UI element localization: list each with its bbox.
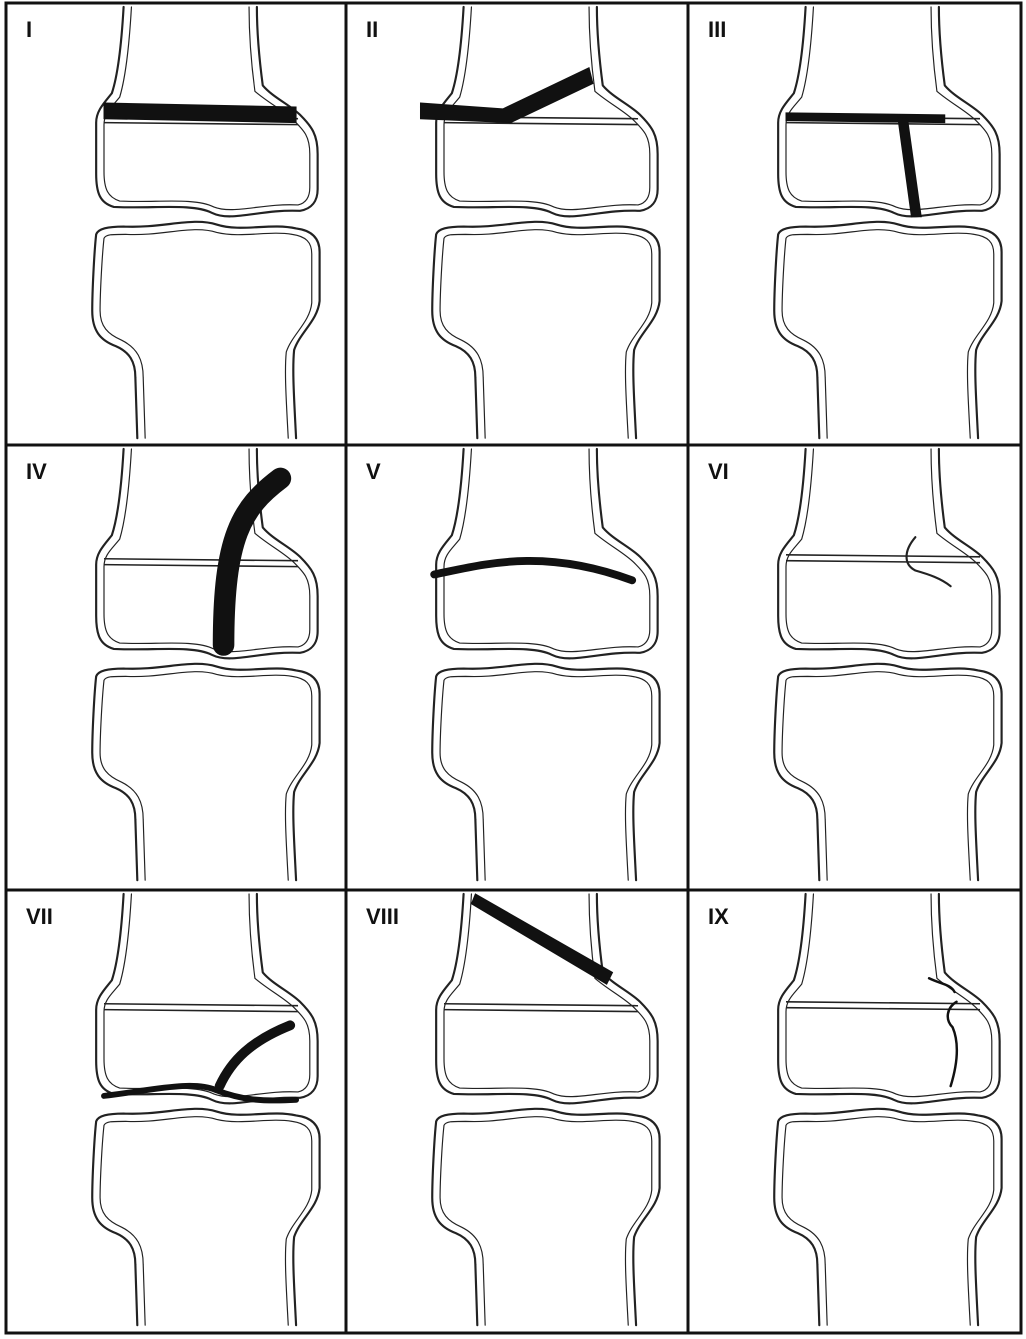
tibia-inner-outline <box>782 672 994 881</box>
tibia-inner-outline <box>440 672 652 881</box>
tibia-outline <box>432 664 659 880</box>
physis-line <box>786 1002 980 1004</box>
panel-2: II <box>366 7 660 438</box>
knee-drawing <box>92 894 319 1325</box>
tibia-inner-outline <box>440 1117 652 1326</box>
tibia-outline <box>92 1109 319 1325</box>
panel-1: I <box>26 7 320 438</box>
panel-label: VI <box>708 459 729 484</box>
panel-label: VIII <box>366 904 399 929</box>
physis-line <box>444 1010 638 1012</box>
panel-label: V <box>366 459 381 484</box>
knee-drawing <box>420 7 659 438</box>
fracture-line <box>104 103 296 123</box>
femur-inner-outline <box>786 894 992 1097</box>
knee-drawing <box>774 449 1001 880</box>
panel-7: VII <box>26 894 320 1325</box>
knee-drawing <box>774 894 1001 1325</box>
tibia-outline <box>92 222 319 438</box>
panel-label: III <box>708 17 726 42</box>
panel-6: VI <box>708 449 1002 880</box>
fracture-line <box>948 1002 957 1086</box>
fracture-line <box>898 117 922 217</box>
tibia-outline <box>774 1109 1001 1325</box>
panel-8: VIII <box>366 894 660 1325</box>
physis-line <box>104 565 298 567</box>
tibia-inner-outline <box>782 230 994 439</box>
panel-label: IV <box>26 459 47 484</box>
fracture-line <box>929 978 954 992</box>
knee-drawing <box>92 7 319 438</box>
fracture-line <box>786 113 945 123</box>
tibia-inner-outline <box>100 230 312 439</box>
panel-9: IX <box>708 894 1002 1325</box>
physis-line <box>786 123 980 125</box>
panel-label: VII <box>26 904 53 929</box>
femur-inner-outline <box>104 894 310 1097</box>
tibia-inner-outline <box>100 672 312 881</box>
fracture-line <box>434 561 632 580</box>
tibia-inner-outline <box>782 1117 994 1326</box>
tibia-outline <box>92 664 319 880</box>
panel-label: IX <box>708 904 729 929</box>
knee-drawing <box>432 894 659 1325</box>
femur-inner-outline <box>786 449 992 652</box>
fracture-line <box>224 478 281 645</box>
knee-drawing <box>432 449 659 880</box>
tibia-outline <box>774 664 1001 880</box>
fracture-line <box>420 68 592 123</box>
fracture-line <box>471 894 612 984</box>
femur-inner-outline <box>786 7 992 210</box>
tibia-outline <box>432 1109 659 1325</box>
physis-line <box>104 1010 298 1012</box>
panel-4: IV <box>26 449 320 880</box>
physis-line <box>104 1004 298 1006</box>
physis-line <box>786 561 980 563</box>
panel-5: V <box>366 449 660 880</box>
physis-line <box>104 559 298 561</box>
tibia-inner-outline <box>440 230 652 439</box>
panel-label: II <box>366 17 378 42</box>
panel-label: I <box>26 17 32 42</box>
tibia-outline <box>432 222 659 438</box>
physis-line <box>444 123 638 125</box>
knee-drawing <box>92 449 319 880</box>
femur-inner-outline <box>444 449 650 652</box>
fracture-line <box>220 1025 291 1086</box>
tibia-outline <box>774 222 1001 438</box>
physis-line <box>104 123 298 125</box>
femur-inner-outline <box>444 894 650 1097</box>
physis-line <box>444 1004 638 1006</box>
tibia-inner-outline <box>100 1117 312 1326</box>
physis-line <box>786 555 980 557</box>
panel-3: III <box>708 7 1002 438</box>
knee-drawing <box>774 7 1001 438</box>
